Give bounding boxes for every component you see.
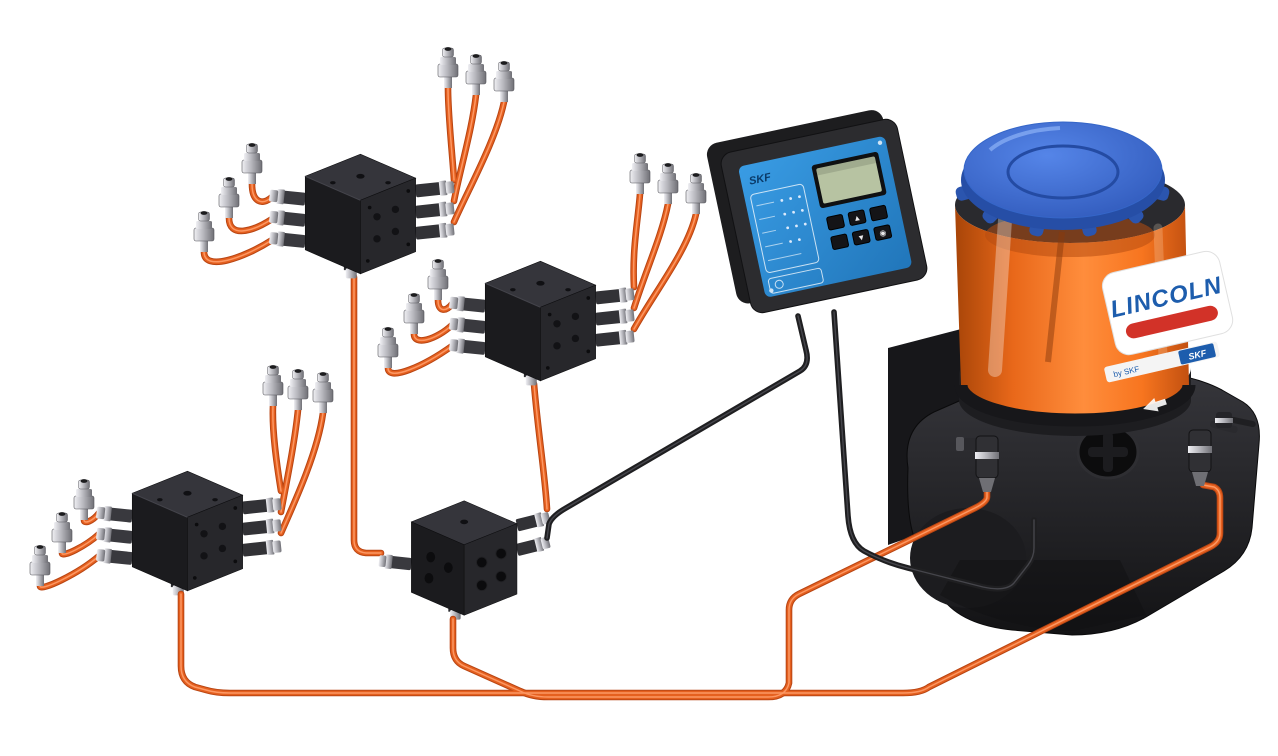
grease-nipple-icon <box>262 364 284 407</box>
grease-nipple-icon <box>657 162 679 205</box>
grease-nipple-icon <box>493 60 515 103</box>
up-arrow-icon: ▲ <box>852 213 862 223</box>
by-skf-strip: by SKF SKF <box>1104 341 1220 383</box>
lubrication-controller: SKF ▲ <box>706 110 928 314</box>
lcd-shade <box>815 156 877 176</box>
screw-dot <box>769 288 774 293</box>
menu-button <box>826 214 845 231</box>
fill-valve <box>1215 412 1256 428</box>
controller-keypad: ▲ ▼ ◉ <box>826 204 893 250</box>
grease-nipple-icon <box>193 210 215 253</box>
esc-button <box>830 233 850 250</box>
divider-valve-block-top-left <box>268 153 456 279</box>
screw-dot <box>877 140 883 145</box>
grease-nipple-icon <box>427 258 449 301</box>
reservoir-bottom-band <box>954 384 1196 427</box>
divider-valve-block-bottom-left <box>95 470 283 596</box>
lcd-screen <box>816 156 882 204</box>
lubrication-pump-unit: LINCOLN by SKF SKF <box>888 121 1260 636</box>
down-arrow-icon: ▼ <box>857 232 867 242</box>
badge-red-swoosh <box>1125 305 1218 339</box>
skf-box-text: SKF <box>1187 348 1207 362</box>
set-button <box>869 204 888 222</box>
pump-element-left <box>956 435 999 492</box>
grease-nipple-icon <box>685 172 707 215</box>
grease-nipple-icon <box>629 152 651 195</box>
divider-valve-block-middle <box>448 260 636 386</box>
lincoln-badge: LINCOLN <box>1101 250 1234 356</box>
grease-nipple-icon <box>241 142 263 185</box>
grease-nipple-icon <box>29 544 51 587</box>
reservoir-lid <box>955 121 1170 237</box>
grease-nipple-icon <box>287 368 309 411</box>
grease-nipple-icon <box>312 371 334 414</box>
base-shading <box>940 560 1146 631</box>
reservoir-highlight <box>988 213 1012 377</box>
master-divider-block <box>377 500 552 621</box>
grease-nipple-icon <box>377 326 399 369</box>
skf-logo: SKF <box>748 171 772 187</box>
grease-nipple-icon <box>73 478 95 521</box>
grease-nipple-icon <box>51 511 73 554</box>
min-level-arrow-icon <box>1143 398 1167 412</box>
down-button <box>851 229 871 246</box>
controller-label-panel <box>750 183 824 294</box>
grease-nipple-icon <box>218 176 240 219</box>
grease-point-cluster-mid-left <box>377 258 449 369</box>
grease-nipple-icon <box>437 46 459 89</box>
grease-nipple-icon <box>403 292 425 335</box>
skf-box <box>1178 343 1216 365</box>
stirrer-shadow <box>1045 231 1065 363</box>
up-button <box>847 209 867 226</box>
enter-icon: ◉ <box>878 228 887 238</box>
grease-point-cluster-lower-center <box>262 364 334 414</box>
enter-button <box>873 224 893 241</box>
grease-nipple-icon <box>465 53 487 96</box>
